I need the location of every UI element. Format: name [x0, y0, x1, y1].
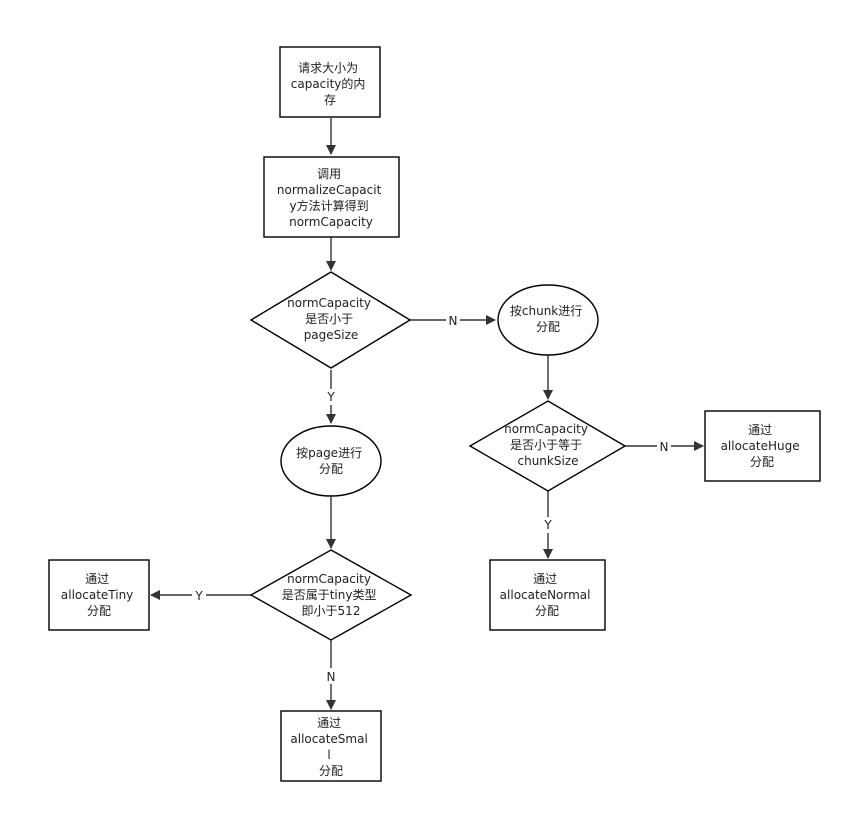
node-small-line-1: 通过	[317, 716, 341, 730]
node-small-line-3: l	[327, 748, 330, 762]
node-page-alloc-line-2: 分配	[319, 462, 343, 476]
node-request-line-3: 存	[324, 93, 336, 107]
edge-label-chunk-no: N	[660, 440, 669, 454]
node-tiny-line-2: allocateTiny	[61, 588, 133, 602]
node-check-tiny: normCapacity 是否属于tiny类型 即小于512	[249, 549, 413, 641]
svg-text:normCapacity 是否小于: normCapacity 是否小于 pageSize	[287, 296, 375, 342]
svg-text:normCapacity 是否属于tiny类型: normCapacity 是否属于tiny类型 即小于512	[282, 572, 381, 618]
node-request-line-1: 请求大小为	[298, 61, 358, 75]
node-small-line-4: 分配	[319, 764, 343, 778]
node-check-chunk-line-3: chunkSize	[518, 454, 579, 468]
edge-labels: N Y N Y Y N	[192, 312, 671, 684]
edge-label-tiny-no: N	[327, 670, 336, 684]
node-check-page-line-1: normCapacity	[287, 296, 371, 310]
node-check-tiny-line-2: 是否属于tiny类型	[282, 588, 377, 602]
node-check-chunk-line-1: normCapacity	[504, 422, 588, 436]
node-page-alloc: 按page进行 分配	[280, 425, 382, 497]
svg-text:按page进行 分配: 按page进行 分配	[296, 446, 366, 476]
svg-text:通过 allocateHuge 分配: 通过 allocateHuge 分配	[721, 423, 804, 469]
node-tiny: 通过 allocateTiny 分配	[48, 559, 150, 631]
svg-text:按chunk进行 分配: 按chunk进行 分配	[510, 304, 586, 334]
node-chunk-alloc-line-2: 分配	[536, 320, 560, 334]
node-check-tiny-line-3: 即小于512	[302, 604, 361, 618]
node-normalize: 调用 normalizeCapacit y方法计算得到 normCapacity	[263, 156, 400, 238]
svg-text:通过 allocateNormal: 通过 allocateNormal 分配	[500, 572, 595, 618]
edge-label-page-no: N	[449, 314, 458, 328]
node-request: 请求大小为 capacity的内 存	[279, 46, 381, 118]
node-normalize-line-1: 调用	[317, 167, 341, 181]
node-normal-line-3: 分配	[535, 604, 559, 618]
node-tiny-line-3: 分配	[87, 604, 111, 618]
node-normal-line-1: 通过	[533, 572, 557, 586]
node-normalize-line-3: y方法计算得到	[290, 198, 369, 213]
node-check-page-line-2: 是否小于	[305, 312, 353, 326]
svg-text:通过 allocateTiny 分配: 通过 allocateTiny 分配	[61, 572, 137, 618]
node-small: 通过 allocateSmal l 分配	[280, 710, 382, 782]
node-normal-line-2: allocateNormal	[500, 588, 591, 602]
svg-text:请求大小为 capacity的内 存: 请求大小为 capacity的内 存	[291, 61, 370, 107]
node-check-page-line-3: pageSize	[304, 328, 359, 342]
node-chunk-alloc-line-1: 按chunk进行	[510, 304, 582, 318]
node-huge: 通过 allocateHuge 分配	[704, 410, 821, 482]
node-normal: 通过 allocateNormal 分配	[489, 559, 606, 631]
edges	[150, 118, 704, 710]
node-normalize-line-4: normCapacity	[289, 215, 373, 229]
node-request-line-2: capacity的内	[291, 76, 366, 91]
svg-text:normCapacity 是否小于等于: normCapacity 是否小于等于 chunkSize	[504, 422, 592, 468]
node-huge-line-2: allocateHuge	[721, 439, 800, 453]
edge-label-chunk-yes: Y	[543, 518, 552, 532]
node-check-tiny-line-1: normCapacity	[287, 572, 371, 586]
edge-label-tiny-yes: Y	[194, 589, 203, 603]
node-check-chunk: normCapacity 是否小于等于 chunkSize	[468, 400, 627, 492]
node-chunk-alloc: 按chunk进行 分配	[497, 284, 599, 356]
node-check-page: normCapacity 是否小于 pageSize	[249, 271, 412, 369]
node-check-chunk-line-2: 是否小于等于	[510, 438, 582, 452]
node-normalize-line-2: normalizeCapacit	[277, 183, 382, 197]
svg-text:调用 normalizeCapacit: 调用 normalizeCapacit y方法计算得到 normCapacity	[277, 167, 385, 229]
node-tiny-line-1: 通过	[85, 572, 109, 586]
svg-text:通过 allocateSmal l: 通过 allocateSmal l 分配	[290, 716, 371, 778]
node-huge-line-1: 通过	[748, 423, 772, 437]
edge-label-page-yes: Y	[326, 390, 335, 404]
node-huge-line-3: 分配	[750, 455, 774, 469]
node-small-line-2: allocateSmal	[290, 732, 367, 746]
node-page-alloc-line-1: 按page进行	[296, 446, 362, 460]
